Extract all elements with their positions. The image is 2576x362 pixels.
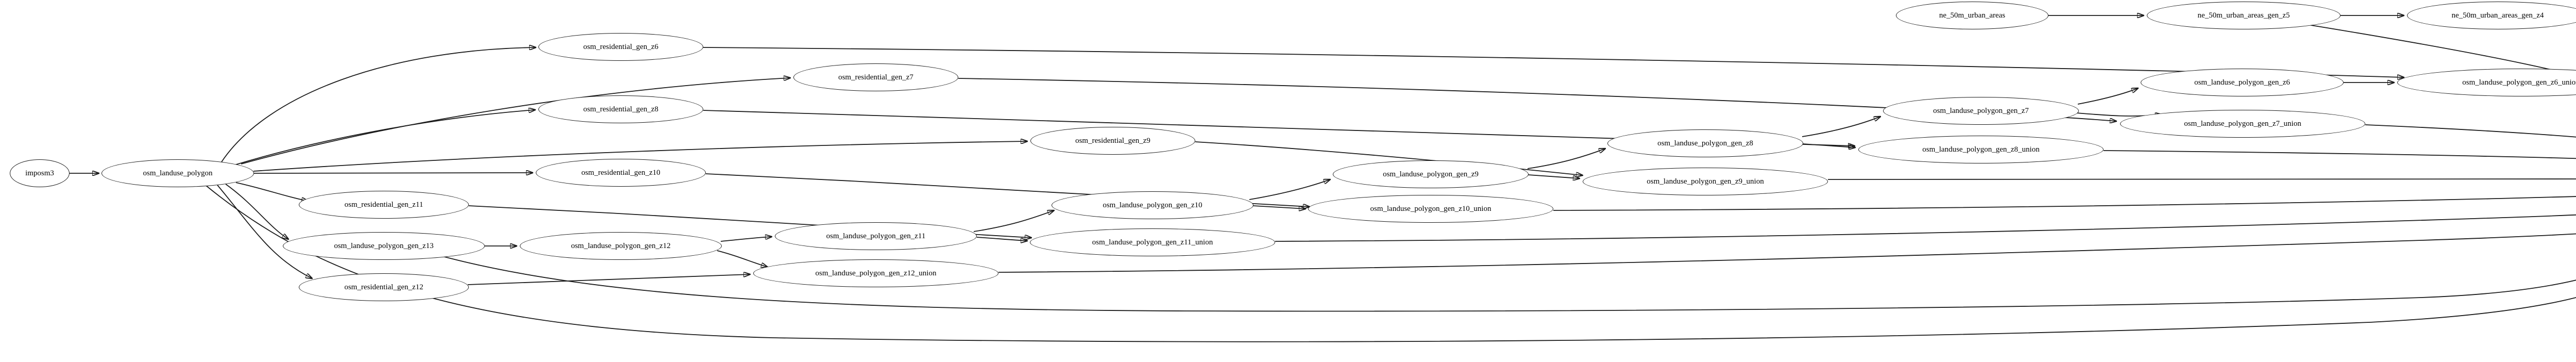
node-osm-residential-gen-z9: osm_residential_gen_z9	[1030, 127, 1195, 155]
node-label: osm_landuse_polygon_gen_z9	[1383, 170, 1479, 178]
edge-landuse-polygon-to-z14plus	[206, 185, 2576, 342]
node-osm-landuse-polygon-gen-z7-union: osm_landuse_polygon_gen_z7_union	[2120, 110, 2365, 138]
node-osm-residential-gen-z11: osm_residential_gen_z11	[299, 191, 469, 219]
node-label: ne_50m_urban_areas_gen_z5	[2197, 11, 2290, 20]
node-label: ne_50m_urban_areas	[1939, 11, 2006, 20]
node-osm-landuse-polygon-gen-z13: osm_landuse_polygon_gen_z13	[283, 232, 485, 260]
edge-z11-union-to-z11-row	[1275, 214, 2576, 242]
edge-gen-z7-to-gen-z6	[2077, 88, 2138, 105]
node-label: osm_landuse_polygon_gen_z6	[2194, 78, 2290, 87]
node-label: osm_residential_gen_z10	[581, 168, 660, 177]
edge-gen-z8-to-gen-z7	[1802, 117, 1880, 137]
edge-gen-z12-to-z12-union	[717, 250, 768, 267]
node-osm-residential-gen-z12: osm_residential_gen_z12	[299, 273, 469, 301]
node-label: osm_landuse_polygon	[143, 169, 213, 177]
edge-gen-z13-to-z13-row	[440, 255, 2576, 312]
node-label: osm_landuse_polygon_gen_z11	[826, 232, 926, 240]
edge-gen-z10-to-z10-union	[1252, 205, 1306, 209]
node-osm-landuse-polygon-gen-z6: osm_landuse_polygon_gen_z6	[2141, 69, 2344, 96]
node-osm-landuse-polygon-gen-z12: osm_landuse_polygon_gen_z12	[520, 232, 722, 260]
edge-gen-z11-to-gen-z10	[973, 210, 1054, 232]
node-osm-landuse-polygon-gen-z10: osm_landuse_polygon_gen_z10	[1052, 191, 1253, 219]
node-osm-residential-gen-z8: osm_residential_gen_z8	[538, 95, 703, 123]
edge-landuse-polygon-to-res-z7	[241, 78, 790, 164]
node-label: osm_landuse_polygon_gen_z6_union	[2462, 78, 2576, 87]
edge-landuse-polygon-to-res-z8	[234, 110, 535, 166]
edge-z9-union-to-z9-row	[1827, 178, 2576, 180]
node-label: ne_50m_urban_areas_gen_z4	[2451, 11, 2544, 20]
edge-z12-union-to-z12-row	[998, 233, 2576, 273]
edge-z7-union-to-z7-row	[2365, 124, 2576, 138]
node-label: osm_landuse_polygon_gen_z10	[1103, 201, 1202, 209]
node-osm-landuse-polygon: osm_landuse_polygon	[101, 159, 254, 187]
edge-landuse-polygon-to-res-z12	[217, 185, 312, 278]
edge-landuse-polygon-to-gen-z13	[225, 184, 289, 239]
edge-landuse-polygon-to-res-z9	[253, 141, 1027, 172]
node-label: osm_residential_gen_z7	[838, 73, 913, 81]
node-osm-landuse-polygon-gen-z9: osm_landuse_polygon_gen_z9	[1333, 160, 1529, 188]
node-label: osm_residential_gen_z9	[1075, 136, 1150, 145]
node-osm-landuse-polygon-gen-z6-union: osm_landuse_polygon_gen_z6_union	[2397, 69, 2576, 96]
edge-gen-z9-to-z9-union	[1528, 174, 1580, 178]
edge-gen-z12-to-gen-z11	[720, 237, 772, 242]
node-label: osm_landuse_polygon_gen_z8_union	[1922, 145, 2040, 154]
node-ne-50m-urban-areas-gen-z4: ne_50m_urban_areas_gen_z4	[2407, 2, 2576, 29]
node-osm-landuse-polygon-gen-z10-union: osm_landuse_polygon_gen_z10_union	[1308, 195, 1553, 223]
node-label: osm_landuse_polygon_gen_z12	[571, 241, 671, 250]
node-label: osm_landuse_polygon_gen_z7_union	[2184, 119, 2301, 128]
edge-landuse-polygon-to-res-z6	[221, 47, 536, 162]
node-label: osm_landuse_polygon_gen_z12_union	[815, 269, 937, 277]
edge-z10-union-to-z10-row	[1553, 196, 2576, 211]
node-label: osm_landuse_polygon_gen_z11_union	[1092, 238, 1213, 246]
edge-gen-z10-to-gen-z9	[1249, 179, 1330, 200]
node-label: osm_landuse_polygon_gen_z7	[1933, 106, 2029, 115]
edge-gen-z9-to-gen-z8	[1527, 149, 1605, 169]
node-osm-landuse-polygon-gen-z7: osm_landuse_polygon_gen_z7	[1883, 97, 2079, 125]
node-label: osm_residential_gen_z12	[344, 283, 423, 291]
node-osm-landuse-polygon-gen-z8-union: osm_landuse_polygon_gen_z8_union	[1858, 136, 2104, 163]
edge-res-z12-to-z12-union	[467, 274, 750, 285]
node-ne-50m-urban-areas: ne_50m_urban_areas	[1896, 2, 2048, 29]
node-osm-landuse-polygon-gen-z12-union: osm_landuse_polygon_gen_z12_union	[753, 259, 998, 287]
node-osm-landuse-polygon-gen-z11: osm_landuse_polygon_gen_z11	[775, 222, 977, 250]
node-osm-landuse-polygon-gen-z9-union: osm_landuse_polygon_gen_z9_union	[1583, 168, 1828, 195]
node-ne-50m-urban-areas-gen-z5: ne_50m_urban_areas_gen_z5	[2147, 2, 2341, 29]
node-label: osm_residential_gen_z6	[583, 42, 658, 51]
node-osm-residential-gen-z6: osm_residential_gen_z6	[538, 33, 703, 61]
node-osm-landuse-polygon-gen-z11-union: osm_landuse_polygon_gen_z11_union	[1030, 228, 1275, 256]
node-osm-landuse-polygon-gen-z8: osm_landuse_polygon_gen_z8	[1607, 129, 1803, 157]
node-label: osm_landuse_polygon_gen_z8	[1657, 139, 1753, 147]
node-label: osm_landuse_polygon_gen_z9_union	[1647, 177, 1764, 186]
edge-res-z9-to-z9-union	[1195, 141, 1583, 175]
node-label: osm_residential_gen_z8	[583, 105, 658, 113]
edge-res-z6-to-z6-union	[703, 47, 2404, 77]
node-osm-residential-gen-z7: osm_residential_gen_z7	[793, 63, 958, 91]
node-imposm3: imposm3	[10, 159, 70, 187]
node-osm-residential-gen-z10: osm_residential_gen_z10	[536, 159, 706, 187]
node-label: osm_landuse_polygon_gen_z10_union	[1370, 204, 1492, 213]
edge-gen-z11-to-z11-union	[976, 237, 1027, 241]
node-label: osm_landuse_polygon_gen_z13	[334, 241, 434, 250]
edge-z8-union-to-z8-row	[2103, 150, 2576, 159]
edge-ne-gen-z5-to-z5-row	[2308, 24, 2576, 76]
edge-landuse-polygon-to-res-z11	[235, 182, 308, 201]
node-label: osm_residential_gen_z11	[344, 200, 423, 209]
node-label: imposm3	[25, 169, 54, 177]
